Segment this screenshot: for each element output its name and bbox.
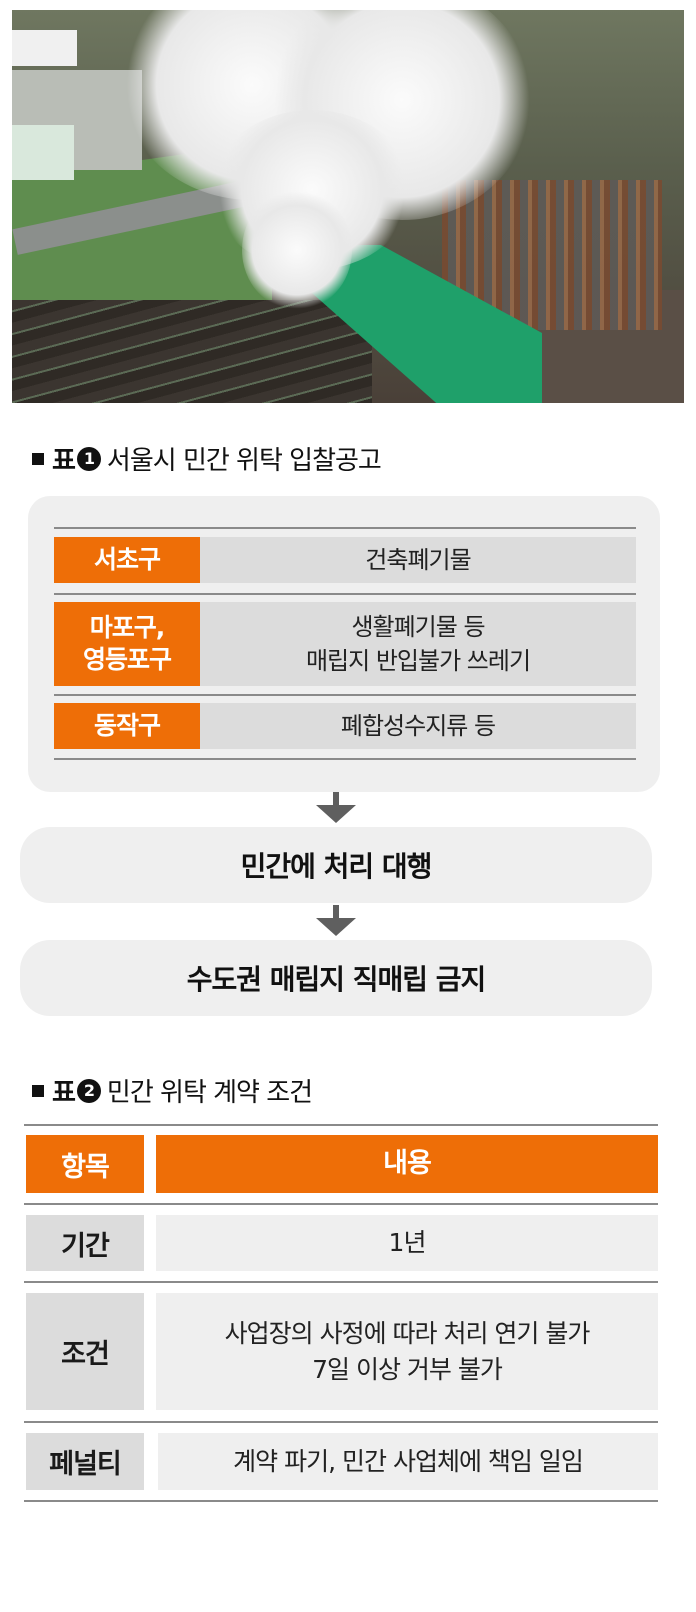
header-photo (12, 10, 684, 403)
content-cell: 생활폐기물 등 매립지 반입불가 쓰레기 (200, 602, 636, 686)
content-cell: 계약 파기, 민간 사업체에 책임 일임 (158, 1433, 658, 1490)
district-label: 마포구, (89, 613, 165, 642)
header-item-cell: 항목 (26, 1135, 144, 1193)
table1-row: 서초구 건축폐기물 (54, 537, 636, 583)
flow-step-2: 수도권 매립지 직매립 금지 (20, 940, 652, 1016)
table2-row: 기간 1년 (26, 1215, 658, 1271)
table1-title: 표 1 서울시 민간 위탁 입찰공고 (32, 440, 382, 477)
divider (24, 1203, 658, 1205)
content-label: 생활폐기물 등 (351, 613, 485, 641)
title-prefix: 표 (52, 1078, 76, 1108)
title-text: 민간 위탁 계약 조건 (106, 1078, 313, 1108)
item-label: 페널티 (49, 1449, 122, 1480)
item-cell: 조건 (26, 1293, 144, 1410)
circled-number-icon: 2 (76, 1078, 101, 1103)
table2-title: 표 2 민간 위탁 계약 조건 (32, 1072, 313, 1109)
table2-row: 페널티 계약 파기, 민간 사업체에 책임 일임 (26, 1433, 658, 1490)
cell-gap (144, 1215, 156, 1271)
square-bullet-icon (32, 452, 44, 465)
district-label: 동작구 (93, 711, 161, 740)
content-cell: 폐합성수지류 등 (200, 703, 636, 749)
table1-row: 마포구, 영등포구 생활폐기물 등 매립지 반입불가 쓰레기 (54, 602, 636, 686)
cell-gap (144, 1135, 156, 1193)
divider (54, 758, 636, 760)
content-label: 계약 파기, 민간 사업체에 책임 일임 (233, 1446, 584, 1476)
district-cell: 마포구, 영등포구 (54, 602, 200, 686)
photo-building (12, 30, 77, 66)
photo-building (12, 125, 74, 180)
title-prefix: 표 (52, 446, 76, 476)
divider (54, 593, 636, 595)
flow-step-label: 민간에 처리 대행 (240, 850, 433, 883)
divider (54, 527, 636, 529)
header-item-label: 항목 (61, 1151, 110, 1183)
content-cell: 사업장의 사정에 따라 처리 연기 불가 7일 이상 거부 불가 (156, 1293, 658, 1410)
content-cell: 건축폐기물 (200, 537, 636, 583)
content-label: 7일 이상 거부 불가 (312, 1354, 503, 1384)
title-text: 서울시 민간 위탁 입찰공고 (106, 446, 382, 476)
photo-smoke (242, 190, 352, 310)
item-cell: 페널티 (26, 1433, 144, 1490)
square-bullet-icon (32, 1084, 44, 1097)
cell-gap (144, 1433, 158, 1490)
district-cell: 동작구 (54, 703, 200, 749)
flow-step-label: 수도권 매립지 직매립 금지 (186, 963, 487, 996)
content-label: 사업장의 사정에 따라 처리 연기 불가 (224, 1318, 591, 1348)
district-label: 서초구 (93, 545, 161, 574)
content-label: 폐합성수지류 등 (340, 712, 496, 740)
district-label: 영등포구 (82, 645, 172, 674)
table1-row: 동작구 폐합성수지류 등 (54, 703, 636, 749)
flow-step-1: 민간에 처리 대행 (20, 827, 652, 903)
header-content-label: 내용 (383, 1148, 432, 1179)
divider (54, 694, 636, 696)
content-label: 건축폐기물 (365, 546, 471, 574)
divider (24, 1421, 658, 1423)
cell-gap (144, 1293, 156, 1410)
content-label: 매립지 반입불가 쓰레기 (305, 647, 531, 675)
item-label: 기간 (61, 1230, 110, 1262)
divider (24, 1281, 658, 1283)
divider (24, 1500, 658, 1502)
header-content-cell: 내용 (156, 1135, 658, 1193)
table2-row: 조건 사업장의 사정에 따라 처리 연기 불가 7일 이상 거부 불가 (26, 1293, 658, 1410)
divider (24, 1124, 658, 1126)
circled-number-icon: 1 (76, 446, 101, 471)
table2-header-row: 항목 내용 (26, 1135, 658, 1193)
content-label: 1년 (388, 1228, 427, 1257)
district-cell: 서초구 (54, 537, 200, 583)
item-label: 조건 (61, 1339, 110, 1370)
content-cell: 1년 (156, 1215, 658, 1271)
photo-conveyors (12, 300, 372, 403)
item-cell: 기간 (26, 1215, 144, 1271)
